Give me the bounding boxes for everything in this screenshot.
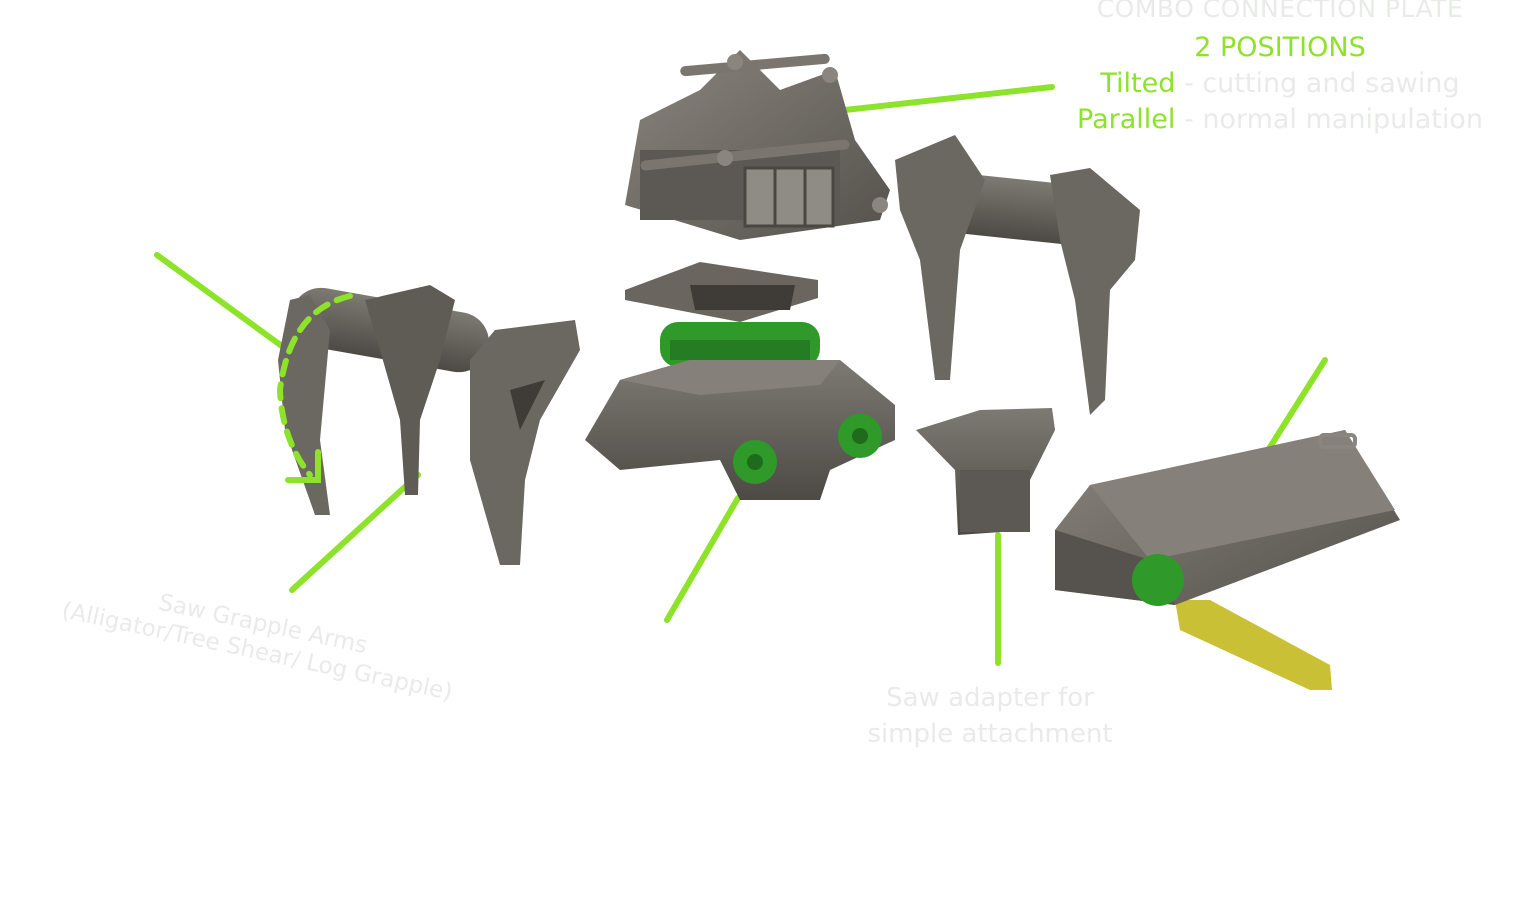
connection-plate-positions: 2 POSITIONS (1194, 32, 1366, 63)
tilted-key: Tilted (1100, 68, 1176, 99)
callout-line-rotator (664, 495, 741, 623)
saw-adapter-label: Saw adapter for simple attachment (850, 680, 1130, 752)
connection-plate-title: COMBO CONNECTION PLATE (1096, 0, 1464, 23)
callout-line-grapple-bottom (289, 472, 421, 593)
saw-hub (1132, 554, 1184, 606)
callout-line-plate (842, 84, 1055, 113)
saw-adapter-line2: simple attachment (867, 719, 1113, 749)
connection-plate-tilted: Tilted - cutting and sawing (1080, 68, 1480, 99)
saw-grapple-arms (278, 285, 580, 565)
parallel-desc: - normal manipulation (1175, 104, 1483, 135)
rotator-assembly (585, 262, 895, 500)
combo-connection-plate (625, 50, 890, 240)
saw-adapter-line1: Saw adapter for (886, 683, 1094, 713)
tree-shear-arms (895, 135, 1140, 415)
callout-line-saw (1262, 357, 1328, 458)
parallel-key: Parallel (1077, 104, 1176, 135)
saw-adapter (916, 408, 1055, 535)
callout-line-grapple-top (154, 252, 293, 355)
callout-lines (154, 84, 1328, 666)
saw-unit (1055, 430, 1400, 690)
rotation-arrow-icon (276, 293, 353, 483)
connection-plate-parallel: Parallel - normal manipulation (1060, 104, 1500, 135)
tilted-desc: - cutting and sawing (1175, 68, 1460, 99)
